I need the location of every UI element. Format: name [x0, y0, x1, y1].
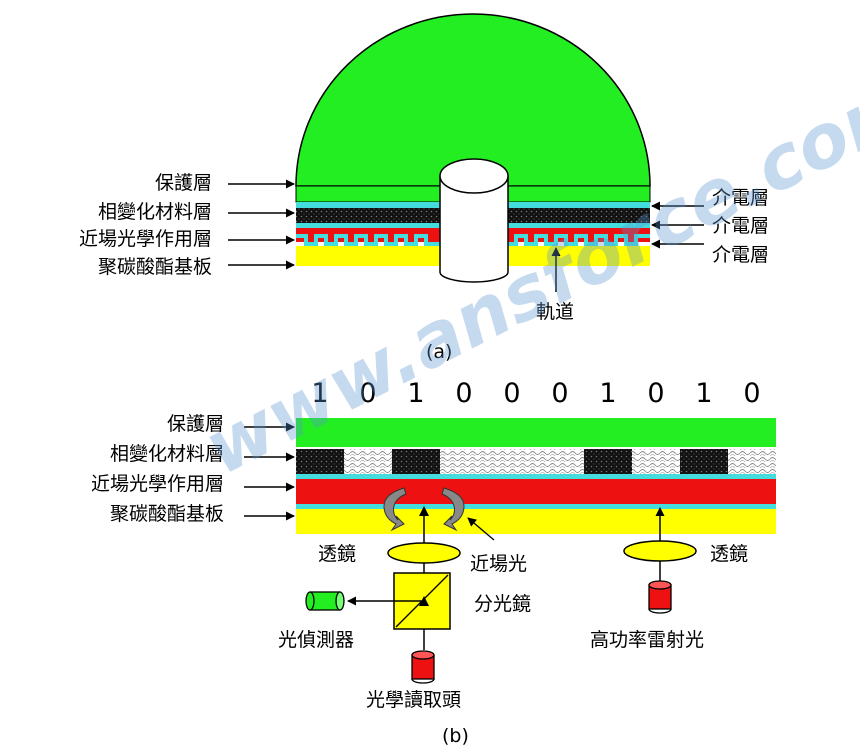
label-track: 軌道 — [536, 301, 574, 323]
label-b-phase-change: 相變化材料層 — [110, 443, 224, 465]
splitter-arrowhead — [419, 596, 429, 606]
bit-digit: 0 — [551, 378, 568, 409]
disc-layers-b — [296, 418, 776, 534]
right-lens — [623, 540, 697, 562]
recorded-marks — [296, 449, 728, 474]
label-phase-change-layer: 相變化材料層 — [98, 201, 212, 223]
bit-digit: 1 — [695, 378, 712, 409]
substrate-layer-b — [296, 509, 776, 534]
bit-digit: 0 — [647, 378, 664, 409]
center-hole-cylinder — [439, 158, 509, 283]
protective-layer-b — [296, 418, 776, 447]
bit-digit: 0 — [503, 378, 520, 409]
read-laser-icon — [411, 650, 435, 684]
disc-cross-section — [295, 13, 651, 283]
recorded-mark — [584, 449, 632, 474]
protective-layer-dome — [295, 13, 651, 187]
write-laser-icon — [648, 580, 672, 614]
label-dielectric-2: 介電層 — [712, 215, 769, 237]
label-b-protective: 保護層 — [167, 413, 224, 435]
caption-b: (b) — [442, 725, 469, 747]
recorded-mark — [296, 449, 344, 474]
dielectric-b-1 — [296, 474, 776, 479]
bit-digit: 0 — [455, 378, 472, 409]
bit-digit: 0 — [359, 378, 376, 409]
bit-digit: 0 — [743, 378, 760, 409]
recorded-mark — [392, 449, 440, 474]
label-write-laser: 高功率雷射光 — [590, 629, 704, 651]
label-near-field-light: 近場光 — [470, 553, 527, 575]
label-photodetector: 光偵測器 — [278, 629, 354, 651]
dielectric-layer-3-grooves — [296, 234, 650, 246]
label-b-substrate: 聚碳酸酯基板 — [110, 503, 224, 525]
reflection-arrow-left-icon — [383, 487, 407, 532]
label-right-lens: 透鏡 — [710, 543, 748, 565]
caption-a: (a) — [426, 341, 452, 363]
right-labels-a: 介電層 介電層 介電層 — [651, 187, 769, 266]
near-field-layer-b — [296, 479, 776, 504]
arrow-near-field-light — [467, 517, 495, 541]
bit-digit: 1 — [599, 378, 616, 409]
left-labels-a: 保護層 相變化材料層 近場光學作用層 聚碳酸酯基板 — [79, 172, 295, 278]
reflection-arrows — [383, 487, 465, 532]
bit-digit: 1 — [407, 378, 424, 409]
reflection-arrow-right-icon — [441, 487, 465, 532]
photodetector-icon — [305, 591, 345, 611]
label-read-head: 光學讀取頭 — [366, 689, 461, 711]
label-protective-layer: 保護層 — [155, 172, 212, 194]
recorded-mark — [680, 449, 728, 474]
read-beam-arrowhead — [419, 506, 429, 516]
label-near-field-layer: 近場光學作用層 — [79, 228, 212, 250]
label-dielectric-3: 介電層 — [712, 244, 769, 266]
label-b-near-field: 近場光學作用層 — [91, 473, 224, 495]
label-beam-splitter: 分光鏡 — [474, 593, 531, 615]
left-lens — [387, 542, 461, 564]
dielectric-b-2 — [296, 504, 776, 509]
label-substrate-layer: 聚碳酸酯基板 — [98, 256, 212, 278]
label-dielectric-1: 介電層 — [712, 187, 769, 209]
left-labels-b: 保護層 相變化材料層 近場光學作用層 聚碳酸酯基板 — [91, 413, 295, 525]
label-left-lens: 透鏡 — [318, 543, 356, 565]
bit-digit: 1 — [311, 378, 328, 409]
